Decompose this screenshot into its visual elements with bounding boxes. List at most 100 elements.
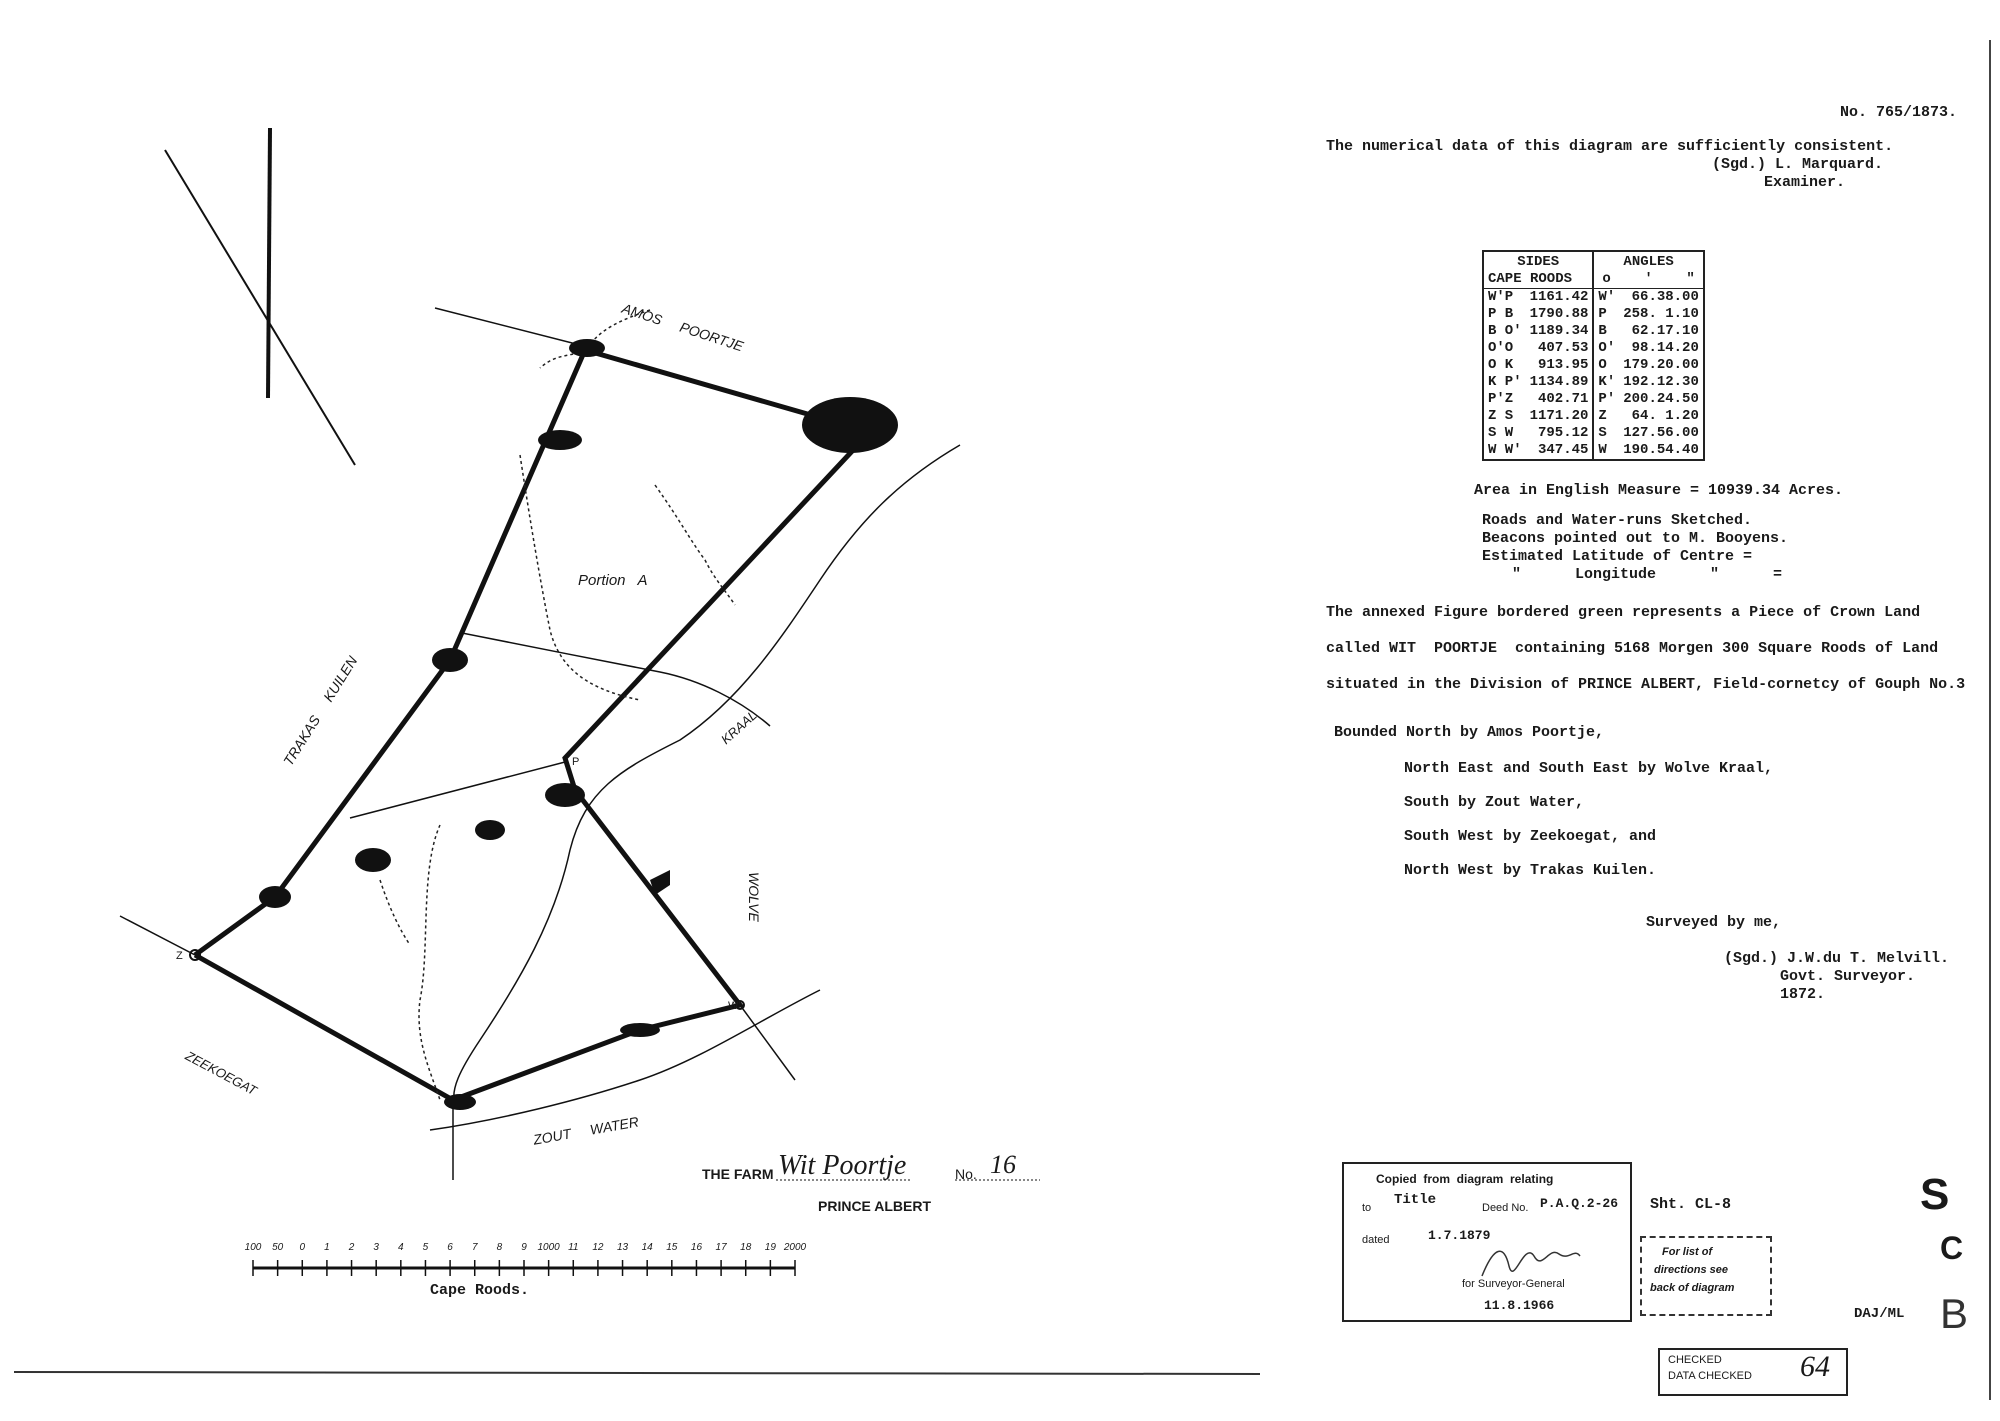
water-run-small: [379, 879, 411, 946]
examiner-signature: (Sgd.) L. Marquard.: [1712, 156, 1884, 173]
scale-tick-label: 12: [592, 1242, 604, 1253]
copy-stamp-to-label: to: [1362, 1202, 1372, 1214]
beacon-north: [569, 339, 605, 357]
side-name: K P': [1488, 374, 1522, 390]
north-arrow-line: [266, 127, 272, 399]
scale-tick-label: 5: [422, 1242, 429, 1253]
header-cape-roods: CAPE ROODS: [1488, 271, 1573, 287]
angle-point: B: [1598, 323, 1607, 339]
scale-tick-label: 16: [690, 1242, 703, 1253]
scale-tick-label: 7: [471, 1242, 478, 1253]
farm-division: PRINCE ALBERT: [818, 1198, 932, 1214]
directions-stamp: For list of directions see back of diagr…: [1640, 1236, 1772, 1316]
water-run-south: [418, 824, 441, 1101]
checked-stamp-mark: 64: [1800, 1350, 1830, 1383]
side-name: P'Z: [1488, 391, 1514, 407]
note-beacons: Beacons pointed out to M. Booyens.: [1482, 530, 1789, 547]
copy-stamp-for-label: for Surveyor-General: [1462, 1278, 1565, 1290]
corner-w-prime: [735, 1000, 745, 1010]
side-name: B O': [1488, 323, 1522, 339]
side-length: 1189.34: [1525, 323, 1595, 340]
scale-tick-label: 0: [299, 1242, 306, 1253]
water-run-east: [654, 484, 736, 606]
beacon-east: [650, 870, 670, 895]
boundary-extension-se: [739, 1004, 796, 1081]
surveyor-year: 1872.: [1780, 986, 1826, 1003]
boundary-extension-sw: [119, 915, 196, 956]
side-name: W'P: [1488, 289, 1514, 305]
beacon-k: [432, 648, 468, 672]
side-name: W W': [1488, 442, 1522, 458]
angle-point: O': [1598, 340, 1616, 356]
header-angle-units: o ' ": [1602, 271, 1695, 287]
description-line-3: situated in the Division of PRINCE ALBER…: [1326, 676, 1966, 693]
farm-number: 16: [990, 1150, 1016, 1179]
boundary-extension-north: [434, 307, 581, 346]
label-point-z: Z: [176, 950, 183, 962]
copy-stamp-to-value: Title: [1394, 1192, 1437, 1208]
angle-value: 66.38.00: [1631, 289, 1699, 305]
sheet-reference: Sht. CL-8: [1650, 1196, 1732, 1213]
scale-tick-label: 1000: [537, 1242, 560, 1253]
note-longitude: " Longitude " =: [1512, 566, 1783, 583]
scale-tick-label: 2000: [783, 1242, 807, 1253]
scale-tick-label: 100: [244, 1242, 262, 1253]
note-latitude: Estimated Latitude of Centre =: [1482, 548, 1753, 565]
copy-stamp-dated-label: dated: [1362, 1234, 1390, 1246]
scale-tick-label: 8: [496, 1242, 503, 1253]
farm-name: Wit Poortje: [778, 1150, 907, 1181]
side-name: P B: [1488, 306, 1514, 322]
angle-point: S: [1598, 425, 1607, 441]
angle-value: 62.17.10: [1631, 323, 1699, 339]
south-water-run: [429, 989, 821, 1131]
corner-z: [189, 949, 201, 961]
bounded-north: Bounded North by Amos Poortje,: [1334, 724, 1605, 741]
margin-letter-s: S: [1920, 1170, 1950, 1219]
angle-value: 192.12.30: [1623, 374, 1699, 390]
parcel-boundary: [193, 346, 875, 1103]
note-roads: Roads and Water-runs Sketched.: [1482, 512, 1753, 529]
angle-value: 258. 1.10: [1623, 306, 1699, 322]
bounded-south: South by Zout Water,: [1404, 794, 1585, 811]
side-length: 1161.42: [1525, 288, 1595, 306]
checked-stamp-line-2: DATA CHECKED: [1668, 1370, 1752, 1382]
header-angles: ANGLES: [1623, 254, 1674, 270]
angle-value: 64. 1.20: [1631, 408, 1699, 424]
description-line-2: called WIT POORTJE containing 5168 Morge…: [1326, 640, 1939, 657]
surveyor-signature: (Sgd.) J.W.du T. Melvill.: [1724, 950, 1950, 967]
scale-label: Cape Roods.: [430, 1282, 530, 1299]
directions-line-1: For list of: [1662, 1246, 1713, 1258]
copy-stamp-signature: [1481, 1250, 1581, 1277]
scale-tick-label: 14: [641, 1242, 653, 1253]
portion-division-line: [349, 761, 566, 819]
angle-value: 127.56.00: [1623, 425, 1699, 441]
side-length: 913.95: [1525, 357, 1595, 374]
angle-point: W: [1598, 442, 1607, 458]
scale-tick-label: 15: [666, 1242, 678, 1253]
beacon-p: [545, 783, 585, 807]
checked-stamp-line-1: CHECKED: [1668, 1354, 1722, 1366]
beacon-hill-northeast: [802, 397, 898, 453]
checked-stamp: CHECKED DATA CHECKED 64: [1658, 1348, 1848, 1396]
angle-point: W': [1598, 289, 1616, 305]
angle-value: 179.20.00: [1623, 357, 1699, 373]
side-name: O K: [1488, 357, 1514, 373]
side-length: 1790.88: [1525, 306, 1595, 323]
scale-tick-label: 3: [373, 1242, 379, 1253]
bounded-northwest: North West by Trakas Kuilen.: [1404, 862, 1657, 879]
water-run-central: [519, 454, 641, 701]
scale-tick-label: 2: [348, 1242, 355, 1253]
side-length: 1171.20: [1525, 408, 1595, 425]
scale-tick-label: 9: [521, 1242, 527, 1253]
farm-no-label: No.: [955, 1166, 977, 1182]
frame-bottom-line: [13, 1371, 1261, 1375]
